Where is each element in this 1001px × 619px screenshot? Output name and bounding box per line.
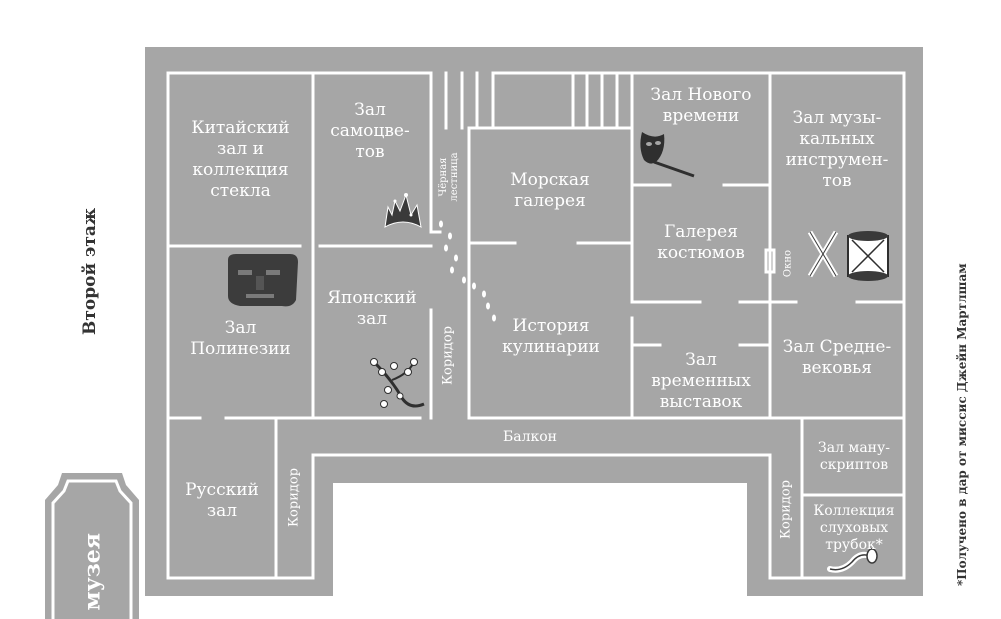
room-temporary-label: Зал временных выставок	[651, 350, 751, 412]
corridor-right-label: Коридор	[778, 479, 794, 540]
corridor-center-label: Коридор	[440, 325, 456, 386]
room-ear-trumpets-label: Коллекция слуховых трубок*	[813, 503, 895, 553]
cherry-blossom-branch-icon	[370, 358, 425, 408]
courtyard	[333, 483, 747, 619]
room-costumes-label: Галерея костюмов	[657, 222, 745, 263]
tiara-icon	[384, 193, 422, 228]
balcony-label: Балкон	[502, 429, 558, 445]
room-russian-label: Русский зал	[185, 480, 259, 521]
stone-head-icon	[228, 254, 298, 307]
room-manuscripts-label: Зал ману- скриптов	[818, 440, 890, 473]
footprints-icon	[439, 220, 496, 322]
walls	[166, 71, 906, 580]
room-chinese-label: Китайский зал и коллекция стекла	[191, 118, 290, 201]
museum-label: музея	[79, 533, 106, 611]
corridor-left-label: Коридор	[286, 467, 302, 528]
window-label: Окно	[782, 249, 794, 278]
back-stairs-label: Чёрная лестница	[438, 152, 460, 202]
museum-tab	[45, 473, 139, 619]
museum-tab-outline	[51, 479, 133, 619]
room-polynesia-label: Зал Полинезии	[190, 318, 291, 359]
room-japanese-label: Японский зал	[327, 288, 417, 329]
room-culinary-label: История кулинарии	[502, 316, 600, 357]
masquerade-mask-icon	[640, 132, 695, 178]
ear-trumpet-icon	[827, 548, 878, 573]
room-modern-label: Зал Нового времени	[650, 85, 752, 126]
footnote: *Получено в дар от миссис Джейн Мартлшам	[955, 263, 969, 586]
floor-label: Второй этаж	[80, 207, 100, 335]
room-gems-label: Зал самоцве- тов	[330, 100, 410, 162]
room-maritime-label: Морская галерея	[510, 170, 590, 211]
room-music-label: Зал музы- кальных инструмен- тов	[785, 108, 889, 191]
room-medieval-label: Зал Средне- вековья	[782, 337, 892, 378]
crossed-sticks-and-drum-icon	[807, 230, 889, 281]
